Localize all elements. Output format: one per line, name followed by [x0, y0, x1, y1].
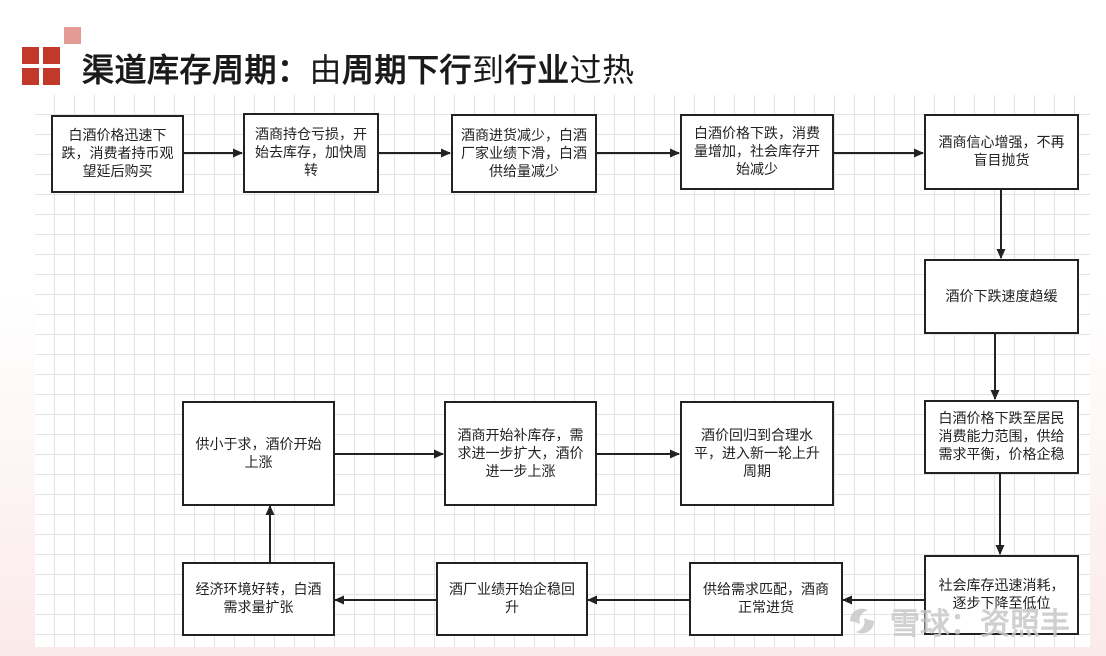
flow-node-restock: 酒商开始补库存，需求进一步扩大，酒价进一步上涨 [444, 401, 597, 506]
watermark-text: 雪球：资照丰 [890, 607, 1070, 642]
flow-node-decline-slows: 酒价下跌速度趋缓 [924, 259, 1079, 334]
page-title: 渠道库存周期：由周期下行到行业过热 [82, 45, 635, 95]
flow-node-new-upcycle: 酒价回归到合理水平，进入新一轮上升周期 [680, 401, 834, 506]
snowball-logo-icon [850, 608, 874, 634]
watermark: 雪球：资照丰 [842, 597, 1070, 645]
flow-node-inventory-low: 社会库存迅速消耗，逐步下降至低位 [924, 555, 1079, 635]
title-part-normal-3: 过热 [569, 51, 635, 89]
flow-node-economy-improves: 经济环境好转，白酒需求量扩张 [182, 562, 335, 636]
flow-node-price-crash: 白酒价格迅速下跌，消费者持币观望延后购买 [51, 115, 184, 193]
title-part-bold-1: 渠道库存周期： [82, 51, 310, 89]
flow-node-distiller-recovery: 酒厂业绩开始企稳回升 [436, 562, 588, 636]
flow-node-price-rises: 供小于求，酒价开始上涨 [182, 401, 335, 506]
flow-node-dealer-destock: 酒商持仓亏损，开始去库存，加快周转 [243, 113, 379, 193]
title-part-bold-2: 周期下行 [342, 51, 473, 89]
flow-node-price-stabilizes: 白酒价格下跌至居民消费能力范围，供给需求平衡，价格企稳 [924, 400, 1079, 474]
flow-node-inventory-decline: 白酒价格下跌，消费量增加，社会库存开始减少 [680, 114, 834, 190]
title-part-normal-2: 到 [472, 51, 505, 89]
flow-node-supply-demand-match: 供给需求匹配，酒商正常进货 [689, 562, 843, 636]
title-part-bold-3: 行业 [504, 51, 570, 89]
flow-node-supply-reduced: 酒商进货减少，白酒厂家业绩下滑，白酒供给量减少 [451, 114, 597, 193]
flow-node-confidence-up: 酒商信心增强，不再盲目抛货 [924, 114, 1079, 190]
title-part-normal-1: 由 [309, 51, 343, 89]
